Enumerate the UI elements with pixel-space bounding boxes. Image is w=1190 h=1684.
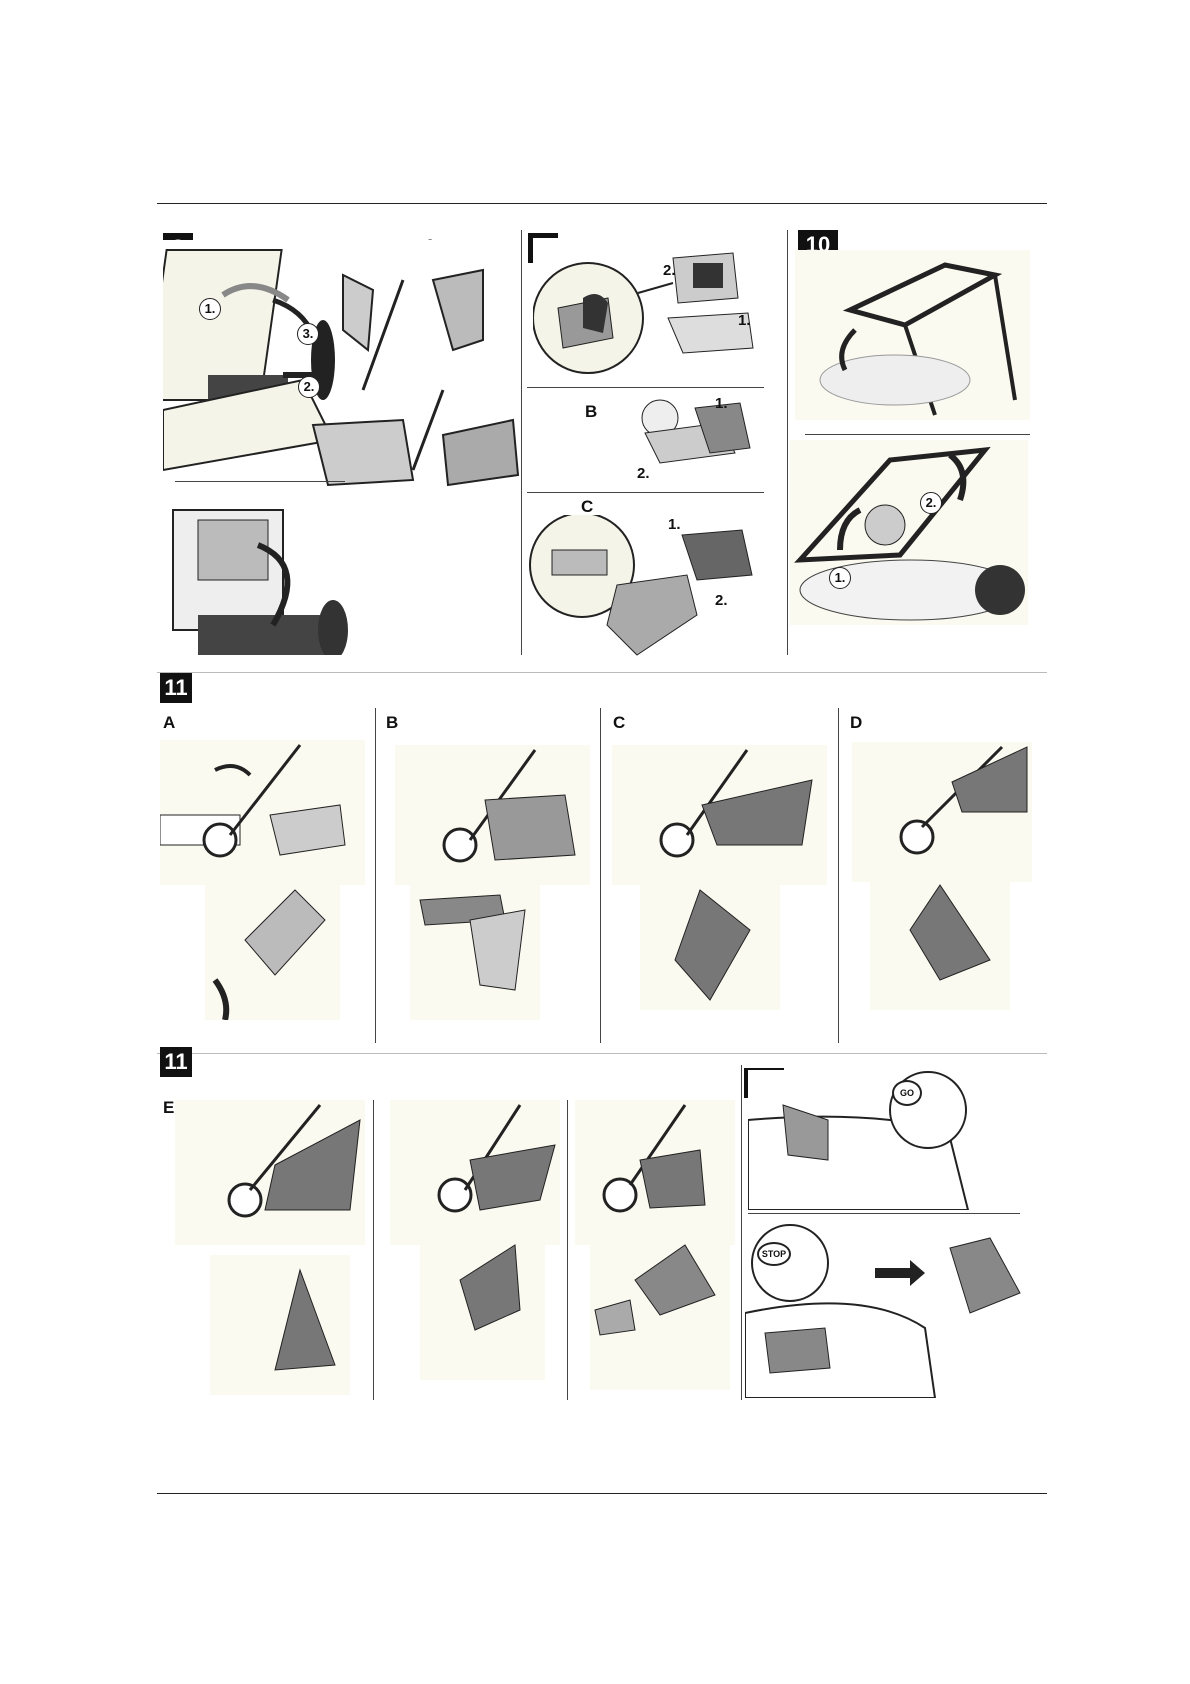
- figure-8a-illustration: [163, 240, 523, 490]
- figure-8-step-2: 2.: [298, 376, 320, 398]
- figure-8-step-1: 1.: [199, 298, 221, 320]
- figure-9c-illustration: [527, 515, 767, 660]
- figure-11d-top-illustration: [852, 742, 1032, 882]
- figure-10-step-1: 1.: [829, 567, 851, 589]
- figure-10-divider: [805, 434, 1030, 435]
- col-divider-11g-12: [741, 1065, 742, 1400]
- figure-8-step-3: 3.: [297, 323, 319, 345]
- figure-9c-step-1: 1.: [668, 516, 681, 533]
- figure-11d-bottom-illustration: [870, 880, 1010, 1010]
- figure-11-sub-b: B: [386, 713, 399, 732]
- figure-9-sub-c: C: [581, 497, 594, 516]
- col-divider-9-10: [787, 230, 788, 655]
- figure-10a-illustration: [795, 250, 1030, 420]
- figure-11a-bottom-illustration: [205, 880, 340, 1020]
- row-divider-1: [157, 672, 1047, 673]
- figure-11c-top-illustration: [612, 745, 827, 885]
- figure-10-step-2: 2.: [920, 492, 942, 514]
- figure-9c-step-2: 2.: [715, 592, 728, 609]
- figure-11c-bottom-illustration: [640, 880, 780, 1010]
- figure-9a-step-1: 1.: [738, 312, 751, 329]
- figure-8-divider: [175, 481, 345, 482]
- col-divider-8-9: [521, 230, 522, 655]
- figure-9b-step-2: 2.: [637, 465, 650, 482]
- figure-12-go-sign: GO: [892, 1080, 922, 1106]
- figure-11g-bottom-illustration: [590, 1240, 730, 1390]
- figure-11-sub-c: C: [613, 713, 626, 732]
- figure-11e-bottom-illustration: [210, 1255, 350, 1395]
- figure-11b-top-illustration: [395, 745, 590, 885]
- figure-11-sub-d: D: [850, 713, 863, 732]
- figure-12-divider: [748, 1213, 1020, 1214]
- figure-9-divider-1: [527, 387, 764, 388]
- figure-9-divider-2: [527, 492, 764, 493]
- col-divider-11c-d: [838, 708, 839, 1043]
- figure-9b-illustration: [640, 393, 765, 488]
- figure-11g-top-illustration: [575, 1100, 735, 1245]
- figure-10b-illustration: [790, 440, 1028, 625]
- figure-11e-top-illustration: [175, 1100, 365, 1245]
- figure-11-top-badge: 11: [160, 673, 192, 703]
- figure-12-top-illustration: [748, 1070, 978, 1210]
- figure-12-bottom-illustration: [745, 1218, 1025, 1398]
- figure-11-sub-a: A: [163, 713, 176, 732]
- figure-11b-bottom-illustration: [410, 880, 540, 1020]
- figure-11f-bottom-illustration: [420, 1240, 545, 1380]
- bottom-rule: [157, 1493, 1047, 1494]
- figure-11a-top-illustration: [160, 740, 365, 885]
- top-rule: [157, 203, 1047, 204]
- figure-11-bottom-badge: 11: [160, 1047, 192, 1077]
- row-divider-2: [157, 1053, 1047, 1054]
- figure-8b-illustration: [168, 505, 353, 655]
- figure-11f-top-illustration: [390, 1100, 560, 1245]
- col-divider-11a-b: [375, 708, 376, 1043]
- figure-12-stop-sign: STOP: [757, 1242, 791, 1266]
- figure-9-sub-b: B: [585, 402, 598, 421]
- col-divider-11f-g: [567, 1100, 568, 1400]
- figure-9a-illustration: [533, 238, 763, 378]
- figure-9a-step-2: 2.: [663, 262, 676, 279]
- figure-11-sub-e: E: [163, 1098, 175, 1117]
- figure-9b-step-1: 1.: [715, 395, 728, 412]
- col-divider-11b-c: [600, 708, 601, 1043]
- col-divider-11e-f: [373, 1100, 374, 1400]
